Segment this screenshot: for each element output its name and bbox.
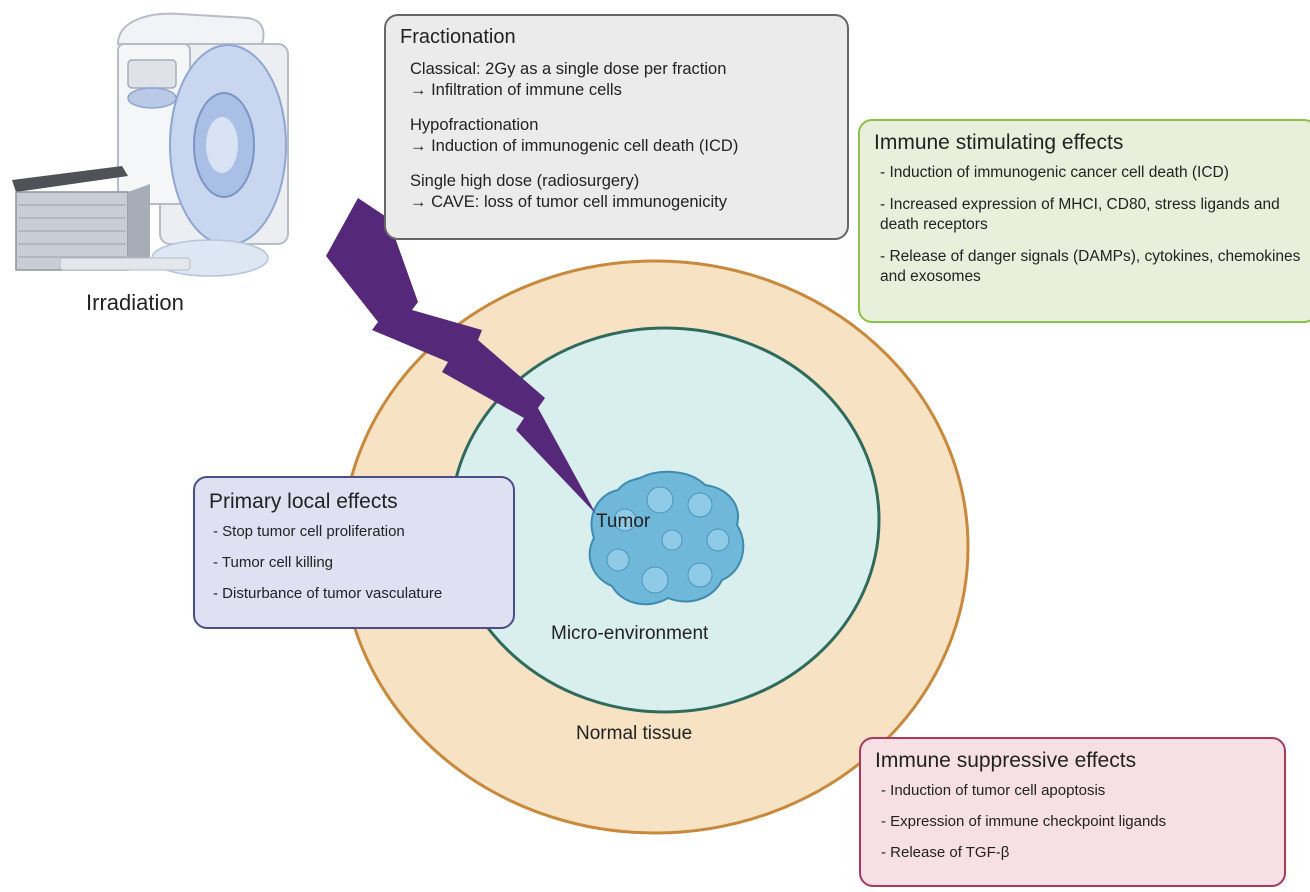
immune-stimulating-title: Immune stimulating effects [874, 131, 1124, 154]
immune-stimulating-box: Immune stimulating effects - Induction o… [858, 119, 1310, 323]
immune-suppressive-item: - Release of TGF-β [881, 844, 1010, 861]
fractionation-line: Single high dose (radiosurgery) [410, 172, 640, 190]
linac-machine-icon [12, 12, 289, 277]
fractionation-group: Single high dose (radiosurgery) → CAVE: … [410, 171, 833, 213]
radiation-lightning-icon [326, 198, 596, 514]
immune-suppressive-item: - Induction of tumor cell apoptosis [881, 782, 1106, 799]
fractionation-line: Hypofractionation [410, 116, 539, 134]
immune-stimulating-item: - Increased expression of MHCI, CD80, st… [880, 196, 1280, 233]
fractionation-line: Classical: 2Gy as a single dose per frac… [410, 60, 727, 78]
fractionation-line: → Induction of immunogenic cell death (I… [410, 137, 739, 155]
tumor-label: Tumor [596, 511, 651, 532]
fractionation-group: Hypofractionation → Induction of immunog… [410, 115, 833, 157]
immune-stimulating-item: - Release of danger signals (DAMPs), cyt… [880, 248, 1301, 285]
immune-suppressive-title: Immune suppressive effects [875, 749, 1137, 772]
primary-local-effects-box: Primary local effects - Stop tumor cell … [193, 476, 515, 629]
immune-stimulating-item: - Induction of immunogenic cancer cell d… [880, 164, 1229, 181]
fractionation-line: → CAVE: loss of tumor cell immunogenicit… [410, 193, 727, 211]
primary-local-effects-title: Primary local effects [209, 490, 398, 513]
normal-tissue-label: Normal tissue [576, 723, 693, 744]
primary-local-effects-item: - Tumor cell killing [213, 554, 334, 571]
fractionation-box: Fractionation Classical: 2Gy as a single… [384, 14, 849, 240]
primary-local-effects-item: - Disturbance of tumor vasculature [213, 585, 443, 602]
fractionation-title: Fractionation [400, 26, 516, 48]
tumor-icon [588, 470, 745, 606]
primary-local-effects-item: - Stop tumor cell proliferation [213, 523, 405, 540]
fractionation-line: → Infiltration of immune cells [410, 81, 622, 99]
irradiation-label: Irradiation [86, 290, 184, 315]
fractionation-group: Classical: 2Gy as a single dose per frac… [410, 59, 833, 101]
microenvironment-label: Micro-environment [551, 623, 709, 644]
immune-suppressive-item: - Expression of immune checkpoint ligand… [881, 813, 1167, 830]
immune-suppressive-box: Immune suppressive effects - Induction o… [859, 737, 1286, 887]
